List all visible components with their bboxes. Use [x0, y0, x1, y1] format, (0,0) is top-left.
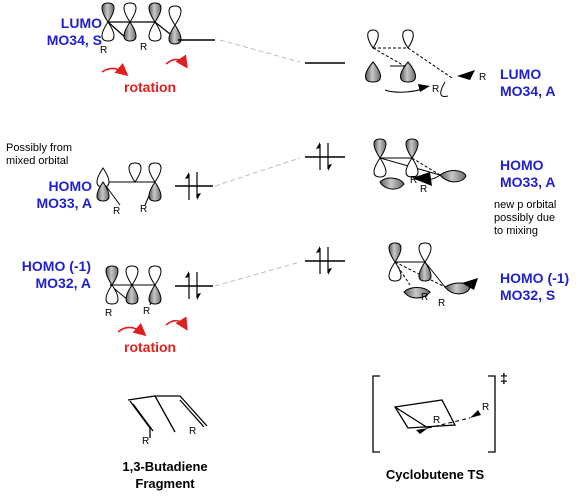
- butadiene-homo-r1: R: [113, 206, 120, 217]
- butadiene-homo1-r1: R: [105, 308, 112, 319]
- homo-left-electron-pair: [185, 172, 201, 200]
- butadiene-lumo-orbitals: [101, 2, 182, 45]
- possibly-mixed-line1: Possibly from: [6, 142, 73, 154]
- butadiene-homo1-orbitals: [105, 265, 162, 306]
- butadiene-fragment-structure: [127, 395, 208, 438]
- homo-right-line2: MO33, A: [500, 174, 556, 190]
- butadiene-caption-line2: Fragment: [135, 476, 195, 491]
- homo1-left-label: HOMO (-1) MO32, A: [6, 258, 91, 292]
- lumo-right-label: LUMO MO34, A: [500, 66, 580, 100]
- cyclobutene-ts-r2: R: [482, 402, 489, 413]
- homo-right-electron-pair: [316, 142, 332, 171]
- new-p-line3: to mixing: [494, 225, 539, 237]
- homo-left-label: HOMO MO33, A: [10, 178, 93, 212]
- possibly-mixed-line2: mixed orbital: [6, 155, 69, 167]
- homo-right-label: HOMO MO33, A: [500, 157, 580, 191]
- rotation-arrow-right-top: [165, 54, 188, 69]
- homo-connector: [214, 157, 301, 187]
- lumo-right-line1: LUMO: [500, 66, 542, 82]
- ts-homo1-r1: R: [421, 292, 428, 303]
- new-p-line1: new p orbital: [494, 199, 557, 211]
- lumo-left-line1: LUMO: [60, 15, 102, 31]
- ts-homo-r1: R: [410, 175, 417, 186]
- lumo-right-line2: MO34, A: [500, 83, 556, 99]
- butadiene-homo-r2: R: [140, 204, 147, 215]
- butadiene-fragment-r2: R: [189, 426, 196, 437]
- cyclobutene-caption: Cyclobutene TS: [385, 467, 485, 482]
- homo-left-line2: MO33, A: [36, 195, 93, 211]
- butadiene-homo1-r2: R: [143, 306, 150, 317]
- butadiene-fragment-r1: R: [142, 436, 149, 447]
- homo-left-line1: HOMO: [48, 178, 92, 194]
- ts-lumo-r1: R: [432, 84, 439, 95]
- ts-homo-orbitals: [373, 138, 467, 190]
- butadiene-homo-orbitals: [96, 162, 162, 206]
- homo1-connector: [214, 261, 301, 287]
- lumo-left-line2: MO34, S: [46, 32, 102, 48]
- ts-homo1-orbitals: [388, 242, 478, 299]
- ts-lumo-r2: R: [479, 72, 486, 83]
- rotation-label-top: rotation: [124, 79, 177, 95]
- homo1-left-line1: HOMO (-1): [21, 258, 91, 274]
- homo1-right-line2: MO32, S: [500, 287, 556, 303]
- ts-homo1-r2: R: [438, 298, 445, 309]
- homo1-left-electron-pair: [185, 271, 201, 300]
- ts-double-dagger: ‡: [500, 370, 508, 386]
- homo1-right-label: HOMO (-1) MO32, S: [500, 270, 582, 304]
- cyclobutene-ts-r1: R: [433, 415, 440, 426]
- new-p-orbital-note: new p orbital possibly due to mixing: [494, 199, 582, 238]
- butadiene-lumo-r2: R: [140, 42, 147, 53]
- possibly-mixed-note: Possibly from mixed orbital: [6, 142, 92, 168]
- homo1-right-electron-pair: [316, 246, 332, 275]
- ts-homo-r2: R: [420, 184, 427, 195]
- rotation-arrow-right-bottom: [165, 316, 188, 331]
- new-p-line2: possibly due: [494, 212, 556, 224]
- homo1-left-line2: MO32, A: [35, 275, 92, 291]
- lumo-connector: [219, 39, 301, 63]
- rotation-arrow-left-bottom: [117, 322, 147, 337]
- butadiene-caption-line1: 1,3-Butadiene: [122, 459, 208, 474]
- butadiene-lumo-r1: R: [100, 45, 107, 56]
- rotation-arrow-left-top: [101, 62, 129, 77]
- cyclobutene-ts-structure: [372, 375, 496, 453]
- homo-right-line1: HOMO: [500, 157, 544, 173]
- ts-lumo-orbitals: [365, 29, 475, 97]
- butadiene-caption: 1,3-Butadiene Fragment: [100, 458, 230, 492]
- rotation-label-bottom: rotation: [124, 339, 177, 355]
- homo1-right-line1: HOMO (-1): [500, 270, 570, 286]
- lumo-left-label: LUMO MO34, S: [10, 15, 102, 49]
